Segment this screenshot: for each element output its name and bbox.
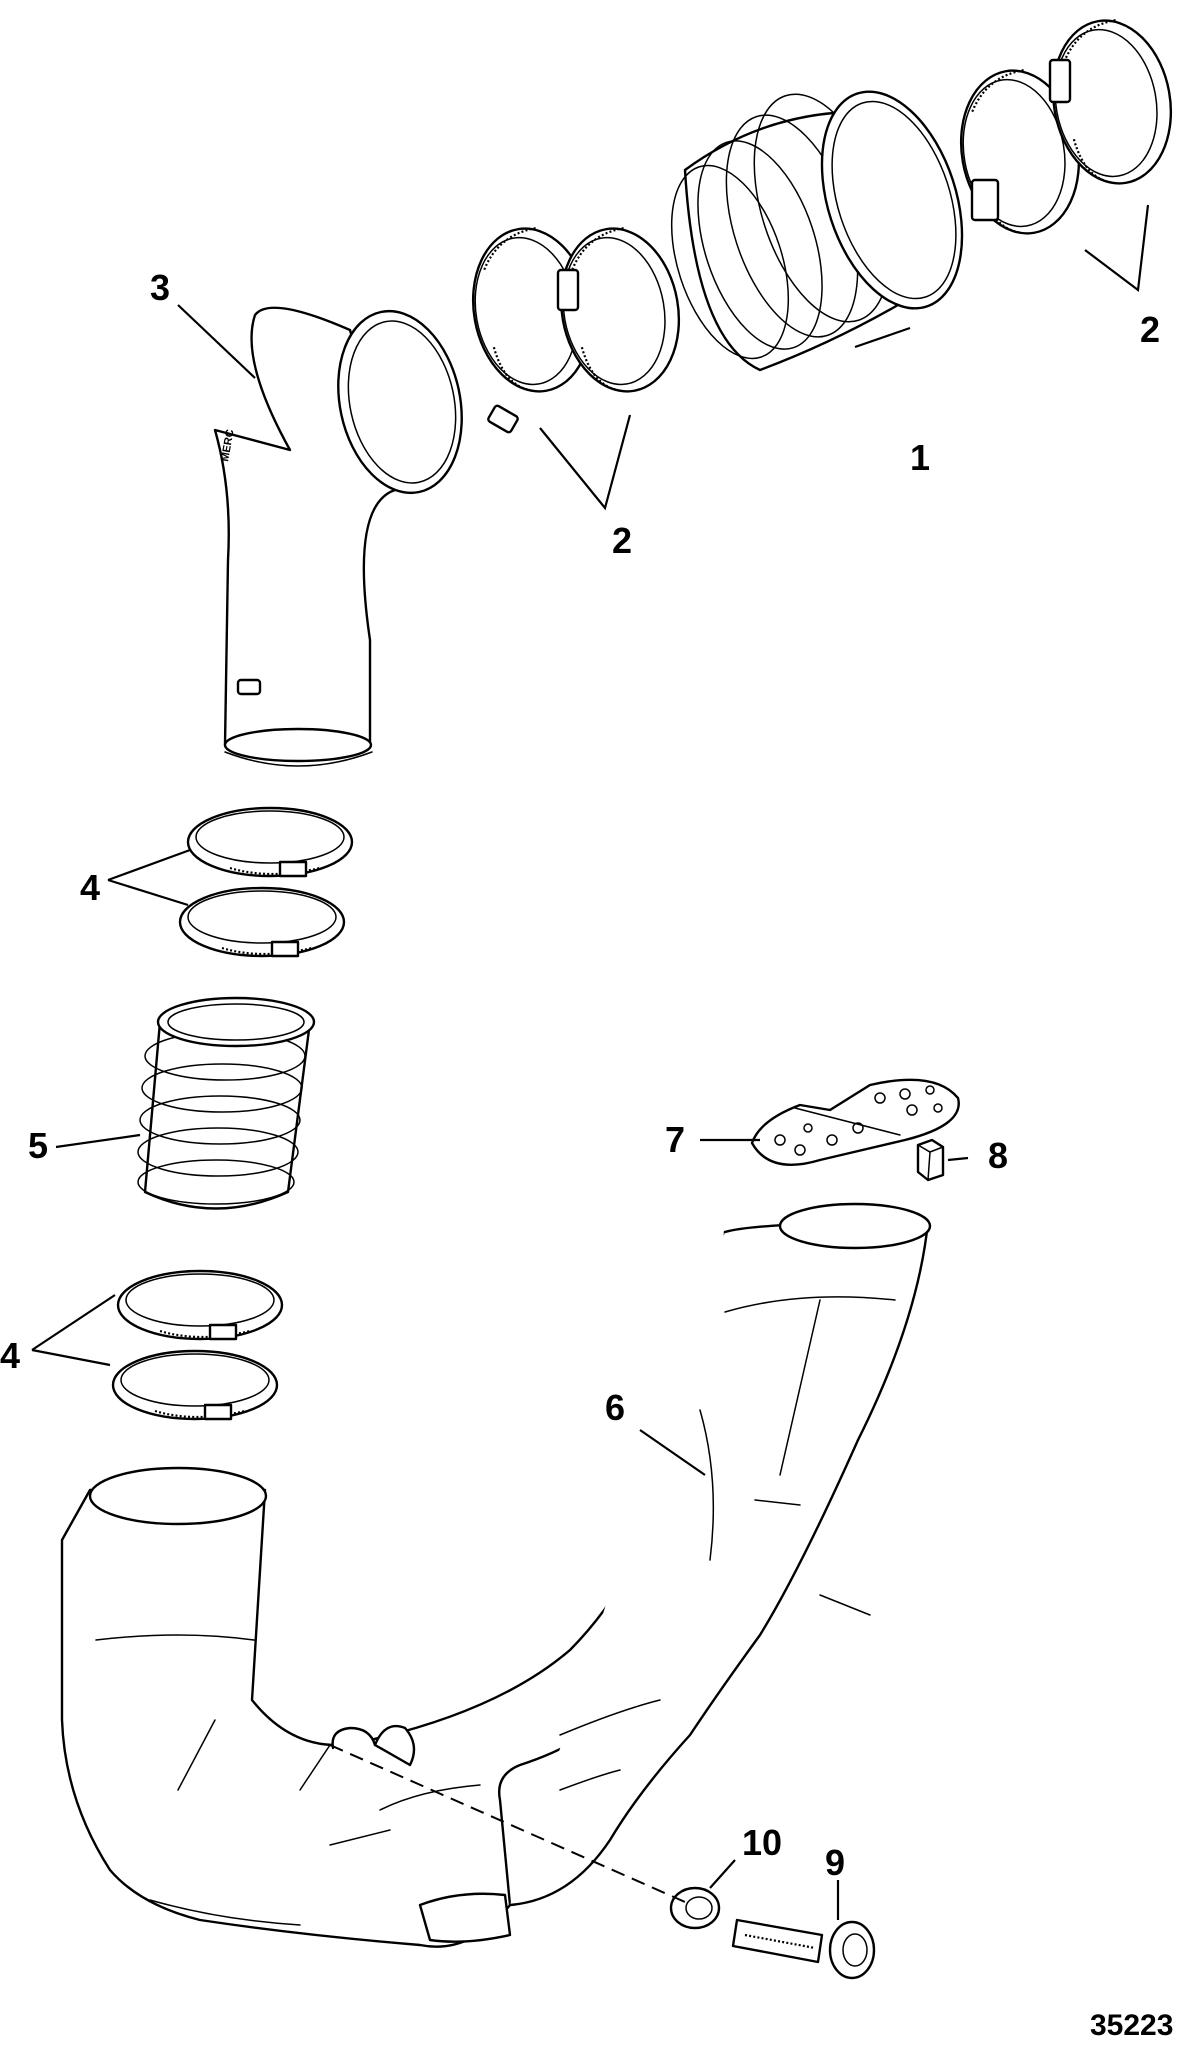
part-1-bellows-hose xyxy=(670,90,964,372)
figure-number: 35223 xyxy=(1090,2009,1173,2042)
callout-8: 8 xyxy=(988,1135,1008,1176)
callout-6: 6 xyxy=(605,1387,625,1428)
part-4-hose-clamps-upper xyxy=(178,806,354,958)
part-3-exhaust-elbow: MERC xyxy=(213,306,463,767)
callout-5: 5 xyxy=(28,1125,48,1166)
leader-lines xyxy=(31,204,1150,1920)
callout-7: 7 xyxy=(665,1119,685,1160)
callout-3: 3 xyxy=(150,267,170,308)
part-8-block xyxy=(916,1138,945,1182)
callout-1: 1 xyxy=(910,437,930,478)
callout-10: 10 xyxy=(742,1822,782,1863)
callout-2-left: 2 xyxy=(612,520,632,561)
part-2-hose-clamps-left xyxy=(459,217,693,434)
part-9-bolt xyxy=(731,1918,876,1980)
part-10-washer xyxy=(669,1886,721,1930)
part-7-cover-plate xyxy=(750,1078,960,1166)
part-stamp-label: MERC xyxy=(219,428,236,462)
part-2-hose-clamps-right xyxy=(947,9,1185,245)
callout-9: 9 xyxy=(825,1842,845,1883)
part-4-hose-clamps-lower xyxy=(111,1269,284,1421)
callout-4-upper: 4 xyxy=(80,867,100,908)
callout-4-lower: 4 xyxy=(0,1335,20,1376)
part-5-corrugated-hose xyxy=(137,996,316,1210)
callout-2-right: 2 xyxy=(1140,309,1160,350)
part-6-exhaust-pipe xyxy=(60,1202,932,1948)
